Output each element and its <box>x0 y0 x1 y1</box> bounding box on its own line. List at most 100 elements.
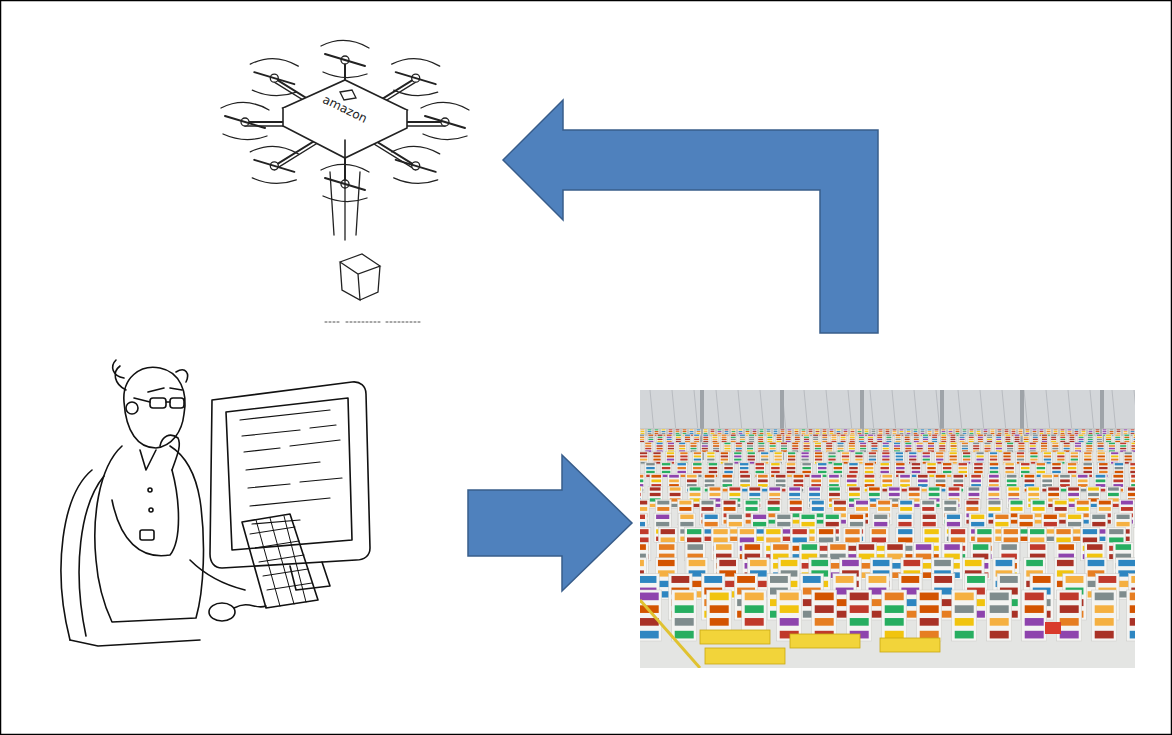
shelf-goods <box>865 431 869 432</box>
shelf-goods <box>1052 467 1060 469</box>
shelf-goods <box>941 435 946 436</box>
shelf-goods <box>927 471 935 473</box>
shelf-frame <box>721 434 728 442</box>
propeller <box>225 116 265 128</box>
shelf-goods <box>990 467 998 469</box>
shelf-goods <box>640 475 643 478</box>
shelf-goods <box>1115 467 1123 469</box>
shelf-frame <box>931 434 938 442</box>
shelf-frame <box>689 442 697 452</box>
shelf-goods <box>932 437 937 438</box>
shelf-goods <box>1134 441 1135 442</box>
roof-beam <box>716 390 720 432</box>
shelf-goods <box>905 448 911 450</box>
shelf-goods <box>1086 445 1092 447</box>
shelf-goods <box>1060 435 1065 436</box>
shelf-unit <box>1006 442 1014 452</box>
shelf-unit <box>776 434 783 442</box>
shelf-goods <box>922 501 934 505</box>
shelf-goods <box>907 431 911 432</box>
shelf-frame <box>785 434 792 442</box>
shelf-goods <box>683 433 687 434</box>
shelf-goods <box>909 455 916 457</box>
shelf-goods <box>886 439 891 440</box>
shelf-goods <box>749 441 754 442</box>
shelf-frame <box>995 442 1003 452</box>
shelf-goods <box>712 437 717 438</box>
shelf-unit <box>822 429 827 436</box>
propeller <box>325 54 365 66</box>
shelf-goods <box>923 437 928 438</box>
shelf-goods <box>1124 437 1129 438</box>
shelf-goods <box>756 463 764 465</box>
shelf-goods <box>818 463 826 465</box>
shelf-goods <box>813 439 818 440</box>
shelf-goods <box>740 467 748 469</box>
shelf-goods <box>1054 433 1058 434</box>
shelf-goods <box>969 441 974 442</box>
shelf-goods <box>984 445 990 447</box>
shelf-goods <box>984 431 988 432</box>
shelf-goods <box>662 433 666 434</box>
shelf-goods <box>758 439 763 440</box>
shelf-goods <box>826 448 832 450</box>
shelf-goods <box>746 433 750 434</box>
shelf-goods <box>837 443 843 445</box>
shelf-frame <box>640 442 641 452</box>
shelf-goods <box>1042 439 1047 440</box>
shelf-unit <box>803 434 810 442</box>
shelf-unit <box>644 442 652 452</box>
shelf-goods <box>936 452 943 454</box>
shelf-goods <box>929 487 940 490</box>
shelf-goods <box>929 493 940 496</box>
shelf-goods <box>712 439 717 440</box>
shelf-frame <box>678 442 686 452</box>
shelf-goods <box>837 433 841 434</box>
shelf-goods <box>712 441 717 442</box>
shelf-goods <box>943 467 951 469</box>
propeller <box>396 160 436 172</box>
shelf-unit <box>864 462 875 477</box>
shelf-frame <box>916 442 924 452</box>
shelf-goods <box>1068 493 1079 496</box>
shelf-goods <box>1096 479 1106 482</box>
shelf-goods <box>879 429 883 430</box>
shelf-goods <box>914 441 919 442</box>
shelf-goods <box>786 435 791 436</box>
shelf-goods <box>896 463 904 465</box>
shelf-goods <box>1099 471 1107 473</box>
shelf-goods <box>823 431 827 432</box>
shelf-frame <box>1014 434 1021 442</box>
shelf-goods <box>828 459 835 461</box>
shelf-goods <box>703 437 708 438</box>
shelf-goods <box>1037 471 1045 473</box>
shelf-goods <box>851 429 855 430</box>
shelf-goods <box>732 433 736 434</box>
shelf-goods <box>1007 448 1013 450</box>
shelf-goods <box>707 455 714 457</box>
shelf-goods <box>1057 452 1064 454</box>
shelf-goods <box>746 501 758 505</box>
shelf-goods <box>1128 493 1135 496</box>
shelf-goods <box>1042 475 1052 478</box>
shelf-goods <box>679 507 691 511</box>
shelf-goods <box>667 459 674 461</box>
shelf-frame <box>969 429 974 436</box>
shelf-frame <box>983 442 991 452</box>
shelf-goods <box>1021 471 1029 473</box>
shelf-goods <box>640 455 647 457</box>
shelf-goods <box>731 441 736 442</box>
shelf-unit <box>684 434 691 442</box>
shelf-goods <box>918 479 928 482</box>
shelf-goods <box>792 443 798 445</box>
shelf-goods <box>941 439 946 440</box>
shelf-goods <box>1005 463 1013 465</box>
shelf-unit <box>656 442 664 452</box>
shelf-goods <box>917 448 923 450</box>
ear <box>126 402 138 414</box>
shelf-goods <box>865 471 873 473</box>
shelf-goods <box>1048 487 1059 490</box>
shelf-unit <box>1014 434 1021 442</box>
shelf-goods <box>1041 448 1047 450</box>
shelf-goods <box>818 471 826 473</box>
